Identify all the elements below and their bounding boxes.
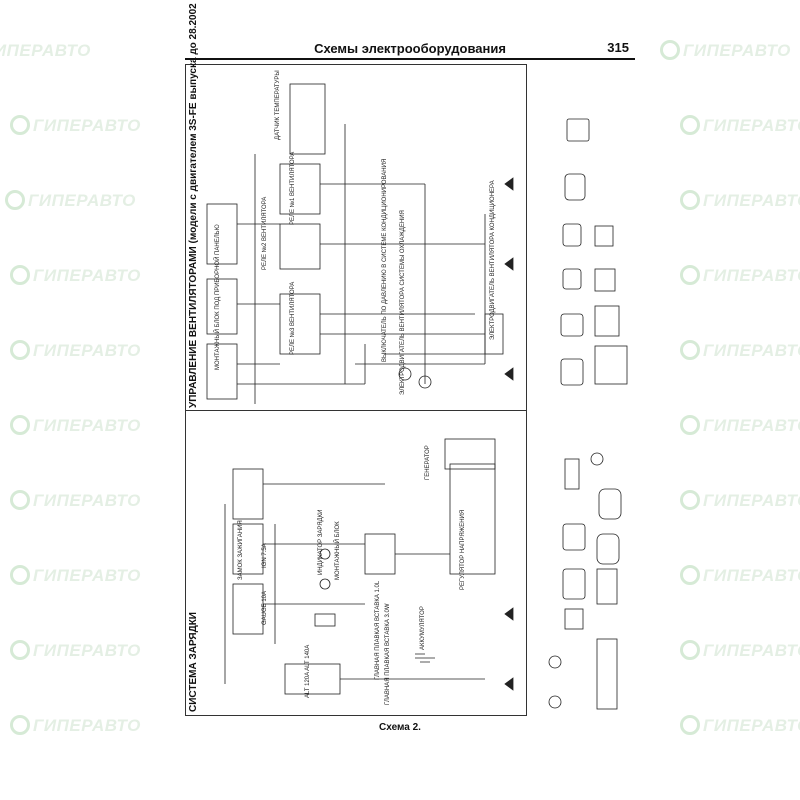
fan-section-title: УПРАВЛЕНИЕ ВЕНТИЛЯТОРАМИ (модели с двига…	[188, 0, 199, 408]
watermark: ГИПЕРАВТО	[680, 415, 800, 436]
fan-relay-3	[279, 293, 321, 355]
connector-8	[594, 305, 620, 337]
connector-3	[562, 223, 582, 247]
header-rule	[185, 58, 635, 60]
charging-section-title: СИСТЕМА ЗАРЯДКИ	[188, 612, 199, 712]
watermark: ГИПЕРАВТО	[10, 115, 141, 136]
watermark: ГИПЕРАВТО	[680, 565, 800, 586]
fuse-block-fan-2	[206, 278, 238, 335]
fan-block-label: МОНТАЖНЫЙ БЛОК ПОД ПРИБОРНОЙ ПАНЕЛЬЮ	[215, 224, 221, 370]
charging-indicator-symbol-2	[319, 578, 331, 590]
watermark: ГИПЕРАВТО	[680, 490, 800, 511]
section-divider	[185, 410, 527, 411]
alt-fuse-label: ALT 120A ALT 140A	[305, 644, 311, 698]
alternator-box	[444, 438, 496, 470]
fan-motor-1-symbol	[398, 367, 412, 381]
connector-1	[566, 118, 590, 142]
fan-switch-label: ВЫКЛЮЧАТЕЛЬ ПО ДАВЛЕНИЮ В СИСТЕМЕ КОНДИЦ…	[382, 158, 388, 362]
connector-18	[596, 638, 618, 710]
fan-relay1-label: РЕЛЕ №1 ВЕНТИЛЯТОРА	[290, 151, 296, 225]
page-title: Схемы электрооборудования	[314, 41, 506, 56]
fan-relay3-label: РЕЛЕ №3 ВЕНТИЛЯТОРА	[290, 281, 296, 355]
schematic-frame	[185, 64, 527, 716]
fan-motor2-label: ЭЛЕКТРОДВИГАТЕЛЬ ВЕНТИЛЯТОРА СИСТЕМЫ ОХЛ…	[400, 210, 406, 395]
battery-label: АККУМУЛЯТОР	[420, 606, 426, 650]
charging-gauge-box	[232, 583, 264, 635]
main-fuse-label: ГЛАВНАЯ ПЛАВКАЯ ВСТАВКА 3.0W	[385, 603, 391, 705]
fan-wires-h	[237, 183, 485, 365]
watermark: ГИПЕРАВТО	[680, 115, 800, 136]
ign-fuse-label: IGN 7.5A	[262, 543, 268, 568]
connector-17	[564, 608, 584, 630]
connector-4	[594, 225, 614, 247]
watermark: ГИПЕРАВТО	[660, 40, 791, 61]
connector-7	[560, 313, 584, 337]
connector-2	[564, 173, 586, 201]
ring-terminal-1	[590, 452, 604, 466]
watermark: ГИПЕРАВТО	[10, 715, 141, 736]
watermark: ГИПЕРАВТО	[680, 715, 800, 736]
watermark: ГИПЕРАВТО	[5, 190, 136, 211]
ignition-label: ЗАМОК ЗАЖИГАНИЯ	[238, 520, 244, 580]
fuse-block-fan	[206, 203, 238, 265]
fan-relay-2	[279, 223, 321, 270]
connector-12	[598, 488, 622, 520]
alternator-label: ГЕНЕРАТОР	[425, 445, 431, 480]
page-header: Схемы электрооборудования 315	[185, 38, 635, 60]
connector-15	[562, 568, 586, 600]
ring-terminal-2	[548, 655, 562, 669]
charging-indicator-symbol	[319, 548, 331, 560]
watermark: ГИПЕРАВТО	[0, 41, 91, 60]
fan-wires-v	[254, 124, 486, 404]
fan-relay-1	[279, 163, 321, 215]
connector-13	[562, 523, 586, 551]
connector-9	[560, 358, 584, 386]
fan-wires-extra	[237, 344, 485, 385]
charging-wires	[224, 483, 485, 684]
fan-relay2-label: РЕЛЕ №2 ВЕНТИЛЯТОРА	[262, 196, 268, 270]
charging-ignition-box	[232, 523, 264, 575]
connector-6	[594, 268, 616, 292]
page-number: 315	[607, 40, 629, 55]
fan-motor1-label: ЭЛЕКТРОДВИГАТЕЛЬ ВЕНТИЛЯТОРА КОНДИЦИОНЕР…	[490, 180, 496, 340]
charging-connector	[314, 613, 336, 627]
regulator-box	[449, 463, 496, 575]
watermark: ГИПЕРАВТО	[10, 265, 141, 286]
wiring-schematic	[206, 83, 628, 710]
watermark: ГИПЕРАВТО	[10, 490, 141, 511]
connector-16	[596, 568, 618, 605]
watermark: ГИПЕРАВТО	[680, 340, 800, 361]
charging-relay-box	[232, 468, 264, 520]
fuse-block-fan-3	[206, 343, 238, 400]
ring-terminal-3	[548, 695, 562, 709]
connector-14	[596, 533, 620, 565]
ground-symbols-charging	[504, 607, 514, 691]
charging-block	[364, 533, 396, 575]
watermark: ГИПЕРАВТО	[10, 565, 141, 586]
connector-5	[562, 268, 582, 290]
alternator-fuse-box	[284, 663, 341, 695]
regulator-label: РЕГУЛЯТОР НАПРЯЖЕНИЯ	[460, 509, 466, 590]
watermark: ГИПЕРАВТО	[680, 640, 800, 661]
watermark: ГИПЕРАВТО	[10, 640, 141, 661]
watermark: ГИПЕРАВТО	[10, 415, 141, 436]
battery-symbol	[415, 653, 435, 663]
fan-temp-label: ДАТЧИК ТЕМПЕРАТУРЫ	[275, 70, 281, 140]
watermark: ГИПЕРАВТО	[680, 265, 800, 286]
figure-caption: Схема 2.	[379, 722, 421, 733]
gauge-fuse-label: GAUGE 10A	[262, 590, 268, 625]
watermark: ГИПЕРАВТО	[680, 190, 800, 211]
fan-motor-2-symbol	[418, 375, 432, 389]
connector-11	[564, 458, 580, 490]
fan-connector-box	[289, 83, 326, 155]
connector-10	[594, 345, 628, 385]
charging-indicator-label: ИНДИКАТОР ЗАРЯДКИ	[318, 509, 324, 575]
ground-symbols-fan	[504, 177, 514, 381]
charging-block-label: МОНТАЖНЫЙ БЛОК	[335, 521, 341, 580]
watermark: ГИПЕРАВТО	[10, 340, 141, 361]
fuse-link-label: ГЛАВНАЯ ПЛАВКАЯ ВСТАВКА 1.0L	[375, 580, 381, 680]
